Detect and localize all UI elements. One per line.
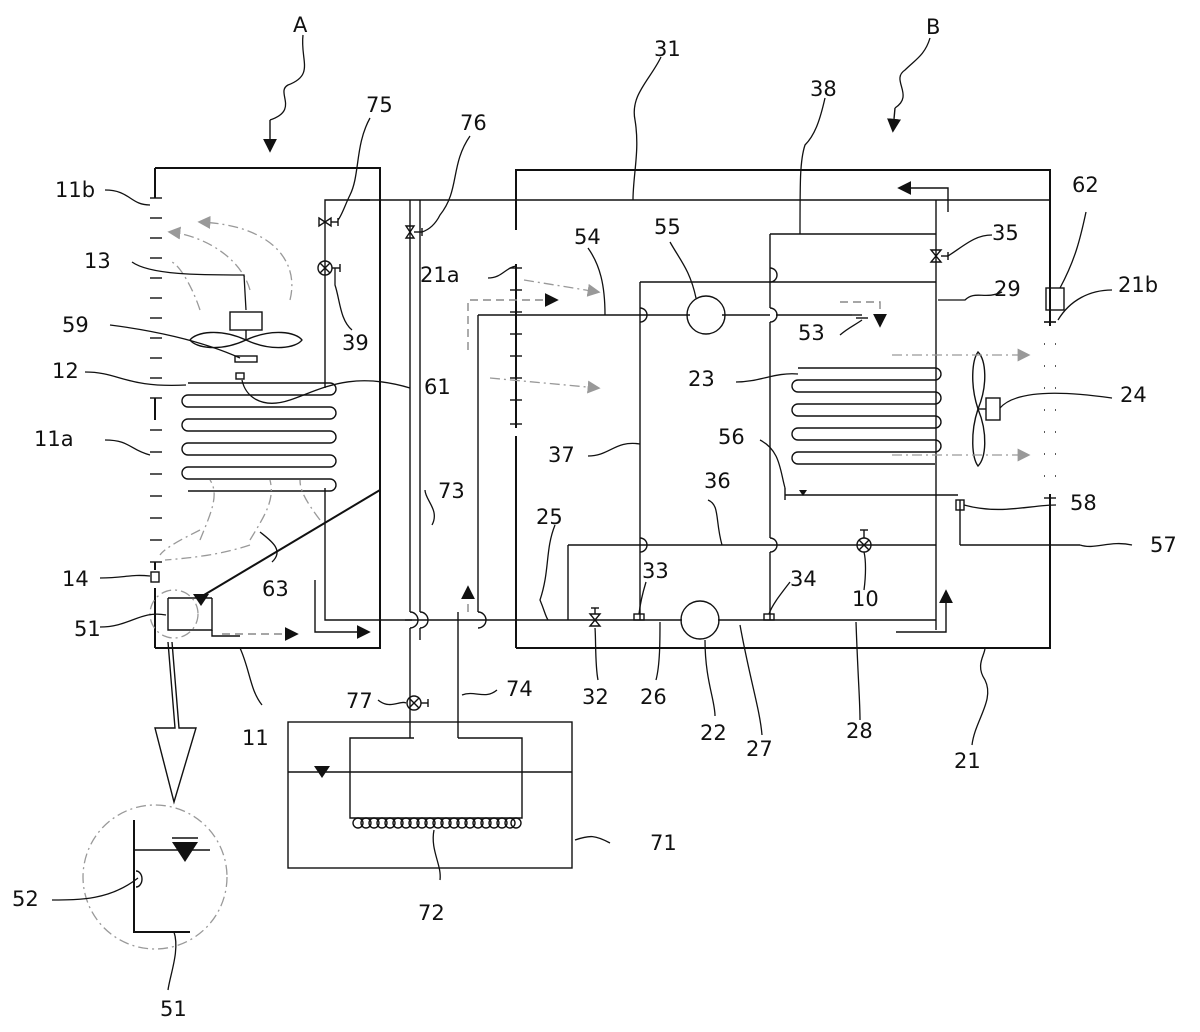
- label-10: 10: [852, 587, 879, 611]
- label-13: 13: [84, 249, 111, 273]
- sensor-53: [852, 315, 868, 318]
- label-22: 22: [700, 721, 727, 745]
- label-76: 76: [460, 111, 487, 135]
- leader-lines: [52, 35, 1132, 990]
- label-24: 24: [1120, 383, 1147, 407]
- expansion-valve-39: [318, 261, 340, 275]
- detail-callout-52: [83, 642, 227, 949]
- label-21a: 21a: [420, 263, 460, 287]
- label-27: 27: [746, 737, 773, 761]
- label-12: 12: [52, 359, 79, 383]
- valve-32: [590, 608, 600, 626]
- label-23: 23: [688, 367, 715, 391]
- unit-a-housing: [150, 168, 380, 648]
- label-61: 61: [424, 375, 451, 399]
- air-outlet-grille-11a: [150, 430, 162, 640]
- label-74: 74: [506, 677, 533, 701]
- label-33: 33: [642, 559, 669, 583]
- label-75: 75: [366, 93, 393, 117]
- valve-75: [319, 218, 338, 226]
- label-31: 31: [654, 37, 681, 61]
- label-11b: 11b: [55, 178, 95, 202]
- outdoor-fan-24: [973, 352, 1000, 466]
- label-38: 38: [810, 77, 837, 101]
- label-51-detail: 51: [160, 997, 187, 1021]
- label-21: 21: [954, 749, 981, 773]
- label-57: 57: [1150, 533, 1177, 557]
- label-51: 51: [74, 617, 101, 641]
- reference-labels: A B 11b 13 59 12 11a 14 51 11 75 76 39 6…: [12, 13, 1177, 1021]
- air-outlet-grille-21b: [1044, 322, 1056, 498]
- label-32: 32: [582, 685, 609, 709]
- label-36: 36: [704, 469, 731, 493]
- label-11a: 11a: [34, 427, 74, 451]
- label-55: 55: [654, 215, 681, 239]
- sensors-33-34: [634, 614, 774, 620]
- label-53: 53: [798, 321, 825, 345]
- air-flow-unit-a: [160, 222, 320, 560]
- label-26: 26: [640, 685, 667, 709]
- label-73: 73: [438, 479, 465, 503]
- storage-tank-71: [288, 722, 572, 868]
- label-62: 62: [1072, 173, 1099, 197]
- indoor-fan-13-59: [190, 312, 302, 362]
- air-inlet-grille-11b: [150, 178, 162, 420]
- outdoor-heat-exchanger-23: [792, 368, 941, 464]
- label-56: 56: [718, 425, 745, 449]
- label-35: 35: [992, 221, 1019, 245]
- heating-coil-72: [353, 818, 521, 828]
- label-54: 54: [574, 225, 601, 249]
- label-71: 71: [650, 831, 677, 855]
- label-63: 63: [262, 577, 289, 601]
- sensor-61: [236, 373, 244, 379]
- label-59: 59: [62, 313, 89, 337]
- label-58: 58: [1070, 491, 1097, 515]
- label-77: 77: [346, 689, 373, 713]
- label-25: 25: [536, 505, 563, 529]
- label-29: 29: [994, 277, 1021, 301]
- refrigerant-flow-arrows-a: [222, 580, 368, 634]
- label-11: 11: [242, 726, 269, 750]
- indoor-heat-exchanger-12: [182, 383, 336, 491]
- sensor-14: [151, 572, 159, 582]
- valve-35: [931, 250, 948, 262]
- unit-a-piping: [204, 200, 1050, 620]
- drain-line-63: [204, 490, 380, 595]
- expansion-valve-10: [857, 530, 871, 552]
- label-14: 14: [62, 567, 89, 591]
- sensor-62: [1046, 288, 1064, 310]
- label-A: A: [293, 13, 308, 37]
- compressor-22: [681, 601, 719, 639]
- label-28: 28: [846, 719, 873, 743]
- label-21b: 21b: [1118, 273, 1158, 297]
- label-B: B: [926, 15, 940, 39]
- label-39: 39: [342, 331, 369, 355]
- compressor-55: [687, 296, 725, 334]
- label-72: 72: [418, 901, 445, 925]
- label-37: 37: [548, 443, 575, 467]
- label-34: 34: [790, 567, 817, 591]
- label-52: 52: [12, 887, 39, 911]
- flow-arrows-b: [468, 188, 1028, 632]
